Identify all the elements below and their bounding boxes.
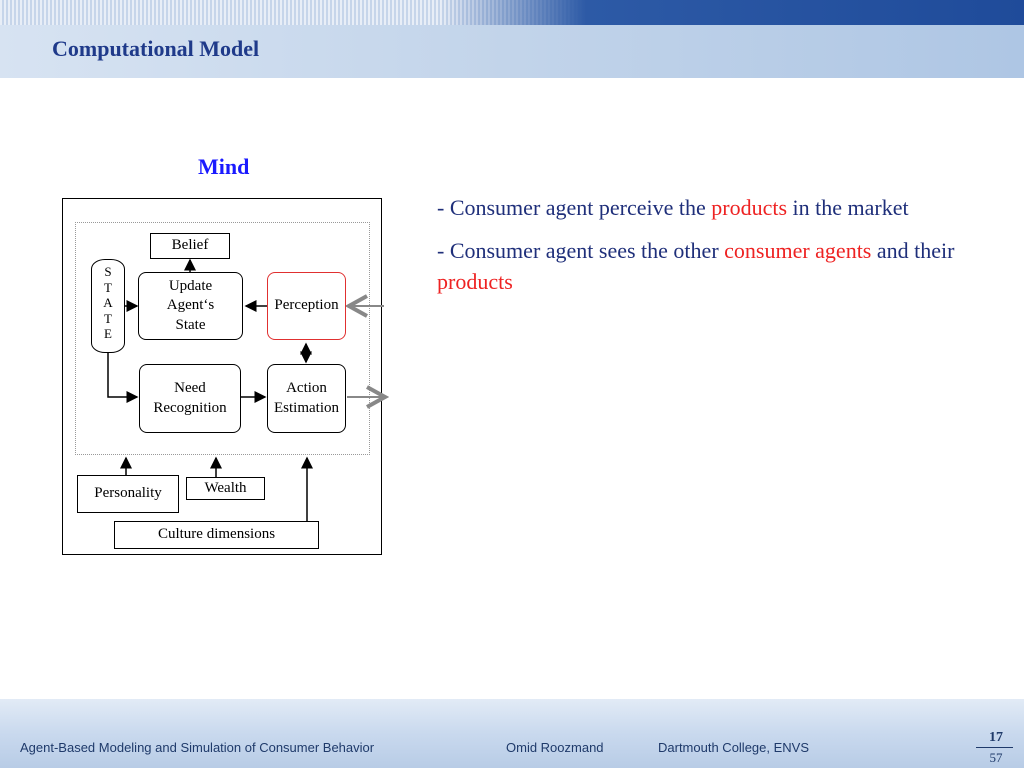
bullet-2-highlight: consumer agents	[724, 238, 872, 263]
page-number-total: 57	[989, 750, 1003, 765]
state-box	[91, 259, 125, 353]
perception-label: Perception	[274, 297, 339, 314]
need-recognition-box: Need Recognition	[139, 364, 241, 433]
bullet-2-text-mid: and their	[871, 238, 955, 263]
action-estimation-label: Action Estimation	[274, 380, 339, 416]
update-state-box: Update Agent‘s State	[138, 272, 243, 340]
personality-label: Personality	[94, 485, 162, 502]
page-number-current: 17	[989, 730, 1003, 745]
belief-box: Belief	[150, 233, 230, 259]
bullet-2-highlight-2: products	[437, 269, 513, 294]
perception-box: Perception	[267, 272, 346, 340]
footer-course-title: Agent-Based Modeling and Simulation of C…	[20, 740, 375, 755]
mind-inner-region	[75, 222, 370, 455]
wealth-box: Wealth	[186, 477, 265, 500]
arrow-state-to-need	[107, 353, 139, 403]
need-recognition-label: Need Recognition	[153, 380, 227, 416]
bullet-item-2: - Consumer agent sees the other consumer…	[437, 235, 967, 297]
bullet-1-text: - Consumer agent perceive the	[437, 195, 712, 220]
bullet-item-1: - Consumer agent perceive the products i…	[437, 192, 967, 223]
action-estimation-box: Action Estimation	[267, 364, 346, 433]
update-state-label: Update Agent‘s State	[166, 277, 215, 333]
footer-author: Omid Roozmand	[506, 740, 604, 755]
culture-dimensions-label: Culture dimensions	[157, 526, 276, 543]
footer-institution: Dartmouth College, ENVS	[658, 740, 810, 755]
state-label: S T A T E	[103, 264, 113, 341]
bullet-list: - Consumer agent perceive the products i…	[437, 192, 967, 309]
culture-dimensions-box: Culture dimensions	[114, 521, 319, 549]
slide-footer	[0, 699, 1024, 768]
belief-label: Belief	[171, 237, 209, 254]
slide-title: Computational Model	[52, 36, 260, 61]
header-band	[0, 25, 1024, 78]
bullet-2-text: - Consumer agent sees the other	[437, 238, 725, 263]
slide-header	[0, 0, 1024, 78]
page-number-divider	[976, 747, 1013, 748]
wealth-label: Wealth	[204, 479, 247, 496]
diagram-heading: Mind	[198, 154, 250, 179]
bullet-1-text-end: in the market	[787, 195, 909, 220]
personality-box: Personality	[77, 475, 179, 513]
bullet-1-highlight: products	[711, 195, 788, 220]
mind-frame	[62, 198, 382, 555]
header-stripe	[0, 0, 1024, 25]
